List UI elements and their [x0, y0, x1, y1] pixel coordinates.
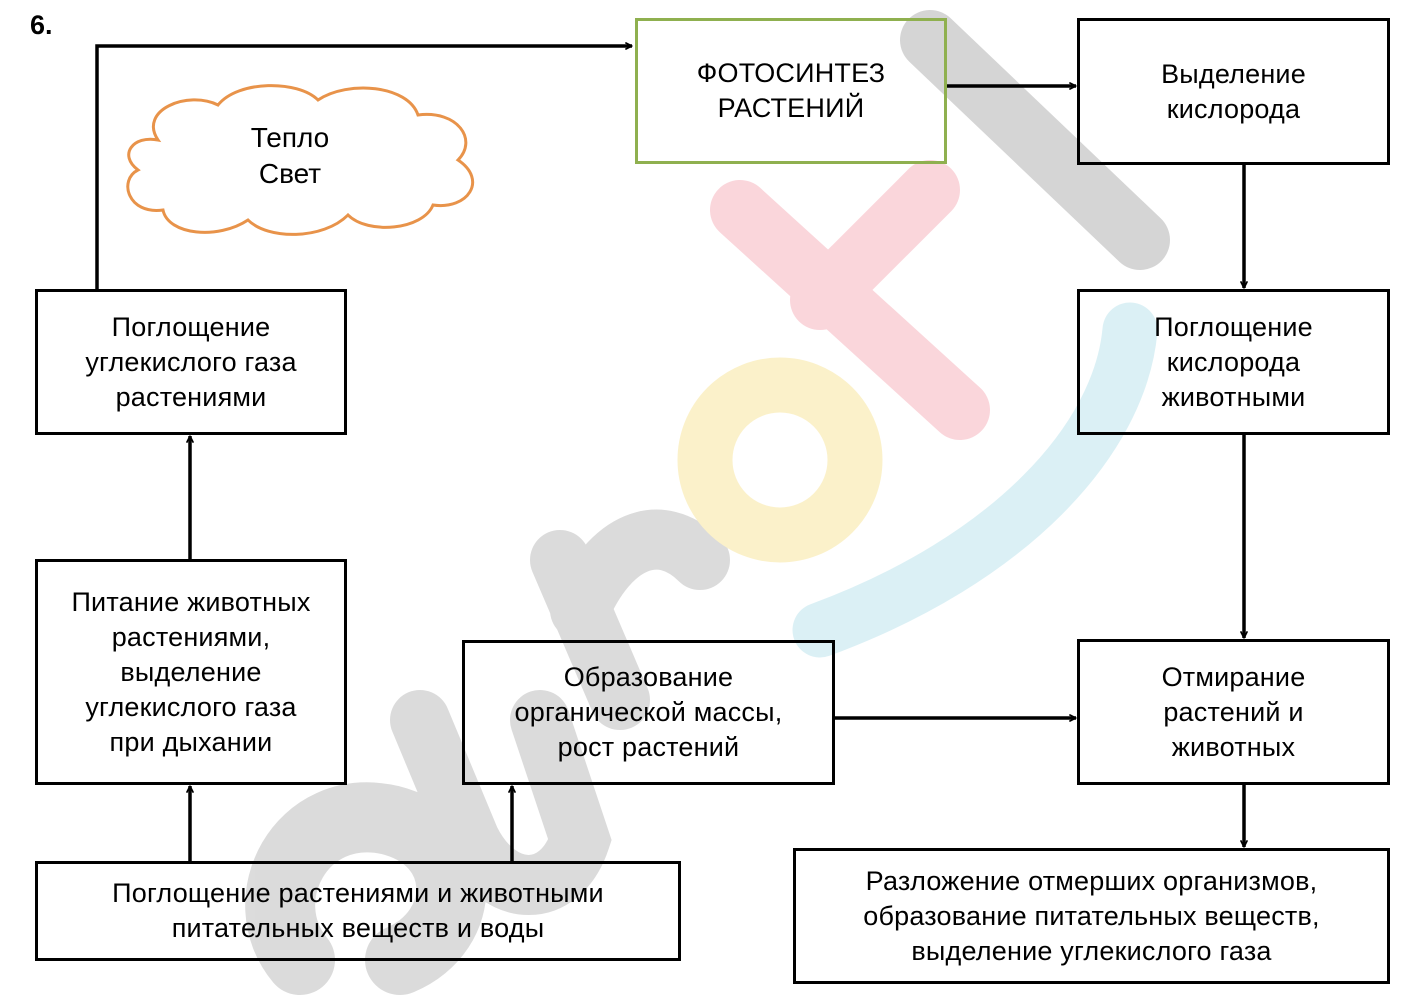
node-photosynthesis-label: ФОТОСИНТЕЗ РАСТЕНИЙ — [696, 58, 886, 123]
task-number: 6. — [30, 10, 53, 40]
node-animal-nutrition-label: Питание животных растениями, выделение у… — [71, 586, 311, 757]
node-dying-label: Отмирание растений и животных — [1161, 661, 1306, 762]
cloud-text: Тепло Свет — [250, 122, 330, 189]
arrow-co2-to-photosynthesis — [95, 46, 632, 290]
node-dying: Отмирание растений и животных — [1077, 639, 1390, 785]
node-organic-mass-label: Образование органической массы, рост рас… — [514, 662, 783, 762]
node-decomposition-label: Разложение отмерших организмов, образова… — [863, 865, 1320, 966]
node-co2-absorption-label: Поглощение углекислого газа растениями — [85, 311, 297, 412]
node-photosynthesis: ФОТОСИНТЕЗ РАСТЕНИЙ — [635, 18, 947, 164]
node-decomposition: Разложение отмерших организмов, образова… — [793, 848, 1390, 984]
node-organic-mass: Образование органической массы, рост рас… — [462, 640, 835, 785]
node-oxygen-absorption-label: Поглощение кислорода животными — [1154, 311, 1313, 412]
node-nutrient-absorption: Поглощение растениями и животными питате… — [35, 861, 681, 961]
cloud-shape — [126, 84, 475, 236]
node-oxygen-release-label: Выделение кислорода — [1161, 58, 1306, 124]
node-animal-nutrition: Питание животных растениями, выделение у… — [35, 559, 347, 785]
node-nutrient-absorption-label: Поглощение растениями и животными питате… — [112, 878, 604, 943]
node-oxygen-release: Выделение кислорода — [1077, 18, 1390, 165]
node-oxygen-absorption: Поглощение кислорода животными — [1077, 289, 1390, 435]
node-co2-absorption: Поглощение углекислого газа растениями — [35, 289, 347, 435]
